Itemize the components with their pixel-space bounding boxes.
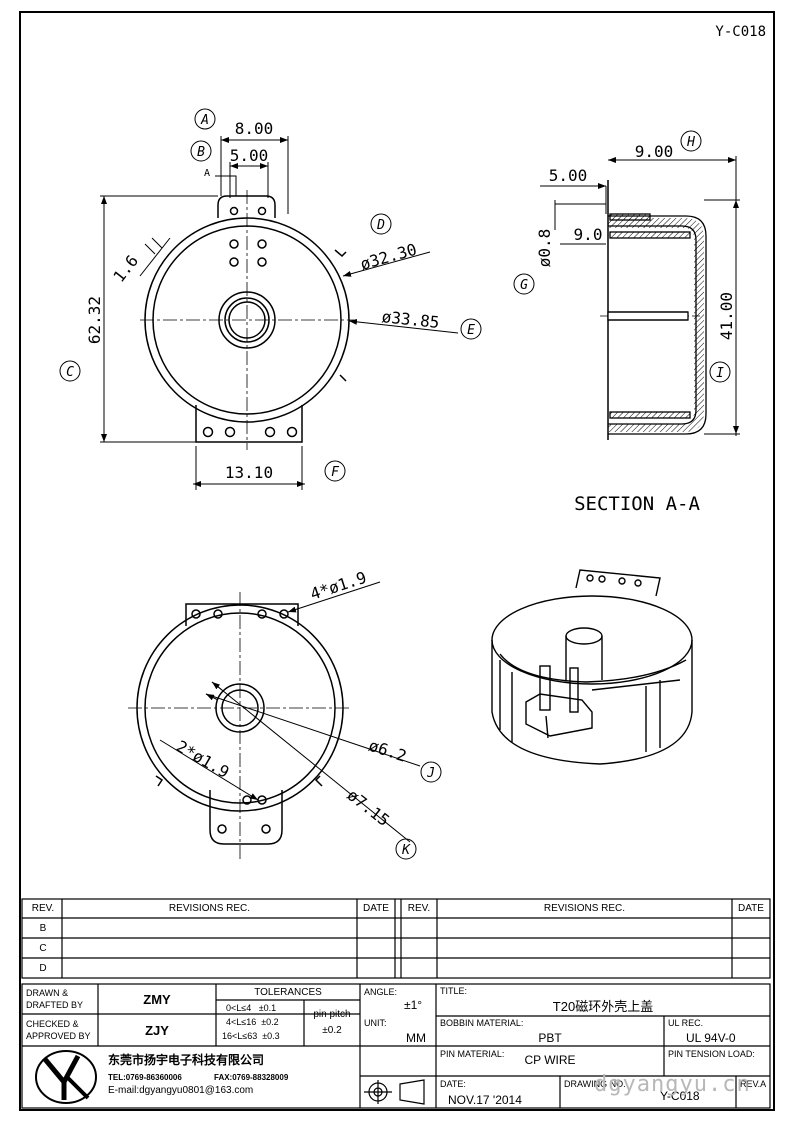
svg-text:41.00: 41.00 bbox=[717, 292, 736, 340]
rev-header-left: REV. bbox=[31, 903, 55, 914]
sheet-border bbox=[19, 11, 775, 1111]
svg-text:ø7.15: ø7.15 bbox=[344, 785, 394, 830]
rev-row-c: C bbox=[39, 943, 47, 954]
svg-text:5.00: 5.00 bbox=[549, 166, 588, 185]
callout-f: F bbox=[324, 460, 346, 482]
rev-row-d: D bbox=[39, 963, 47, 974]
callout-e: E bbox=[460, 318, 482, 340]
bottom-view-dimensions bbox=[159, 581, 421, 843]
svg-text:ø33.85: ø33.85 bbox=[381, 307, 440, 332]
checked-by-value: ZJY bbox=[145, 1023, 169, 1038]
drawing-no-value: Y-C018 bbox=[660, 1089, 700, 1103]
company-email: E-mail:dgyangyu0801@163.com bbox=[108, 1085, 254, 1096]
callout-i: I bbox=[709, 361, 731, 383]
svg-text:H: H bbox=[686, 135, 695, 150]
tol-row-1: 0<L≤4 ±0.1 bbox=[226, 1003, 277, 1013]
company-fax: FAX:0769-88328009 bbox=[214, 1073, 289, 1082]
date-label: DATE: bbox=[440, 1079, 466, 1089]
svg-text:G: G bbox=[520, 278, 528, 293]
drawn-by-value: ZMY bbox=[143, 992, 171, 1007]
svg-text:J: J bbox=[426, 766, 435, 781]
drawing-code-top: Y-C018 bbox=[715, 24, 766, 40]
bottom-view-labels: 4*ø1.9 2*ø1.9 ø6.2 ø7.15 bbox=[173, 568, 409, 830]
callout-d: D bbox=[370, 213, 392, 235]
pin-pitch-value: ±0.2 bbox=[322, 1025, 342, 1036]
top-view bbox=[140, 190, 354, 450]
rev-header-right: REV. bbox=[407, 903, 431, 914]
ul-label: UL REC. bbox=[668, 1018, 704, 1028]
company-logo-icon bbox=[35, 1050, 97, 1104]
svg-text:A: A bbox=[204, 168, 210, 179]
section-dimensions bbox=[540, 156, 740, 436]
svg-text:F: F bbox=[331, 465, 340, 480]
bobbin-label: BOBBIN MATERIAL: bbox=[440, 1018, 524, 1028]
callout-c: C bbox=[59, 360, 81, 382]
pin-material-label: PIN MATERIAL: bbox=[440, 1049, 505, 1059]
section-labels: 9.00 5.00 9.0 ø0.8 41.00 SECTION A-A bbox=[535, 142, 736, 515]
company-name: 东莞市扬宇电子科技有限公司 bbox=[108, 1053, 265, 1067]
svg-text:1.6: 1.6 bbox=[109, 251, 142, 285]
svg-text:E: E bbox=[467, 323, 475, 338]
svg-text:C: C bbox=[66, 365, 74, 380]
revisions-header-right: REVISIONS REC. bbox=[543, 903, 626, 914]
callout-k: K bbox=[395, 838, 417, 860]
ul-value: UL 94V-0 bbox=[686, 1031, 736, 1045]
bottom-view bbox=[128, 592, 352, 860]
drawing-no-label: DRAWING NO. bbox=[564, 1079, 626, 1089]
svg-text:D: D bbox=[376, 218, 385, 233]
svg-text:ø32.30: ø32.30 bbox=[358, 240, 419, 274]
callout-h: H bbox=[680, 130, 702, 152]
callout-g: G bbox=[513, 273, 535, 295]
tol-row-2: 4<L≤16 ±0.2 bbox=[226, 1017, 279, 1027]
svg-text:2*ø1.9: 2*ø1.9 bbox=[173, 737, 233, 782]
callout-a: A bbox=[194, 108, 216, 130]
rev-value: REV.A bbox=[740, 1079, 767, 1089]
drawn-label: DRAWN & DRAFTED BY bbox=[26, 988, 84, 1010]
revision-table-grid bbox=[21, 898, 771, 979]
svg-text:62.32: 62.32 bbox=[85, 296, 104, 344]
company-tel: TEL:0769-86360006 bbox=[108, 1073, 182, 1082]
tolerances-label: TOLERANCES bbox=[254, 987, 322, 998]
date-header-right: DATE bbox=[738, 903, 764, 914]
svg-text:A: A bbox=[200, 113, 209, 128]
svg-text:9.0: 9.0 bbox=[574, 225, 603, 244]
svg-text:ø0.8: ø0.8 bbox=[535, 229, 554, 268]
rev-row-b: B bbox=[39, 923, 47, 934]
isometric-view bbox=[491, 569, 693, 765]
title-label: TITLE: bbox=[440, 986, 468, 996]
angle-label: ANGLE: bbox=[364, 987, 398, 997]
bobbin-value: PBT bbox=[538, 1031, 562, 1045]
angle-value: ±1° bbox=[404, 998, 423, 1012]
checked-label: CHECKED & APPROVED BY bbox=[26, 1019, 91, 1041]
svg-text:13.10: 13.10 bbox=[225, 463, 273, 482]
svg-text:K: K bbox=[401, 843, 411, 858]
section-title: SECTION A-A bbox=[574, 493, 700, 515]
title-block-grid bbox=[21, 983, 771, 1109]
tol-row-3: 16<L≤63 ±0.3 bbox=[222, 1031, 280, 1041]
callout-b: B bbox=[190, 140, 212, 162]
svg-text:ø6.2: ø6.2 bbox=[366, 736, 409, 766]
pin-pitch-label: pin pitch bbox=[313, 1009, 351, 1020]
svg-text:B: B bbox=[197, 145, 205, 160]
pin-material-value: CP WIRE bbox=[524, 1053, 576, 1067]
svg-text:I: I bbox=[716, 366, 724, 381]
pin-tension-label: PIN TENSION LOAD: bbox=[668, 1049, 755, 1059]
top-view-labels: 8.00 5.00 A 62.32 1.6 ø32.30 ø33.85 13.1… bbox=[85, 119, 440, 482]
watermark: dgyangyu.cn bbox=[594, 1072, 751, 1097]
unit-label: UNIT: bbox=[364, 1018, 387, 1028]
section-view bbox=[600, 180, 707, 440]
svg-text:9.00: 9.00 bbox=[635, 142, 674, 161]
title-value: T20磁环外壳上盖 bbox=[552, 999, 654, 1014]
date-header-left: DATE bbox=[363, 903, 389, 914]
date-value: NOV.17 '2014 bbox=[448, 1093, 522, 1107]
callout-j: J bbox=[420, 761, 442, 783]
svg-text:5.00: 5.00 bbox=[230, 146, 269, 165]
top-view-dimensions bbox=[100, 136, 459, 490]
svg-text:8.00: 8.00 bbox=[235, 119, 274, 138]
svg-text:4*ø1.9: 4*ø1.9 bbox=[308, 568, 369, 604]
revisions-header-left: REVISIONS REC. bbox=[168, 903, 251, 914]
unit-value: MM bbox=[406, 1031, 426, 1045]
